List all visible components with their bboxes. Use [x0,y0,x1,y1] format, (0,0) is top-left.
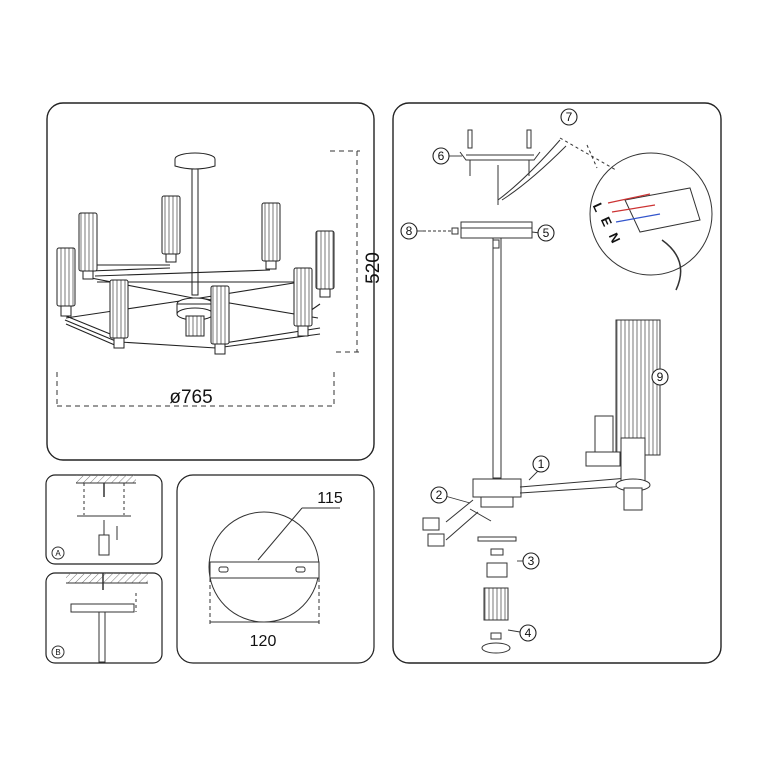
callout-4 [519,624,537,642]
dimension-lines [56,150,360,408]
assembly-drawing [422,129,713,654]
callout-markers [400,108,669,642]
callout-6 [432,147,450,165]
wire-letter-l: L [590,200,607,214]
callout-5-label: 5 [543,226,550,240]
callout-1 [532,455,550,473]
chandelier-drawing [64,152,321,349]
callout-9 [651,368,669,386]
callout-numbers: 1 2 3 4 5 6 7 8 9 [406,110,664,640]
panel-b-drawing [66,573,148,663]
assembly-panel [392,102,722,664]
callout-4-label: 4 [525,626,532,640]
height-dimension-label: 520 [363,252,384,284]
callout-2-label: 2 [436,488,443,502]
panel-a-label: A [55,549,61,558]
canopy-detail-panel [176,474,375,664]
callout-5 [537,224,555,242]
callout-2 [430,486,448,504]
canopy-dim-bottom: 120 [250,633,277,650]
callout-7-label: 7 [566,110,573,124]
panel-a-badge [51,546,65,560]
lamp-shades [56,195,335,355]
callout-8-label: 8 [406,224,413,238]
panel-b-badge [51,645,65,659]
callout-6-label: 6 [438,149,445,163]
callout-3-label: 3 [528,554,535,568]
canopy-detail-drawing [208,507,340,625]
panel-b-label: B [55,648,60,657]
diameter-dimension-label: ø765 [169,387,212,408]
canopy-dim-top: 115 [317,490,343,507]
main-view-panel [46,102,375,461]
callout-7 [560,108,578,126]
wire-letter-e: E [598,214,615,228]
callout-8 [400,222,418,240]
wire-letter-n: N [606,230,624,245]
wire-colors [607,193,661,223]
panel-a-drawing [76,475,136,556]
callout-9-label: 9 [657,370,664,384]
callout-3 [522,552,540,570]
callout-1-label: 1 [538,457,545,471]
